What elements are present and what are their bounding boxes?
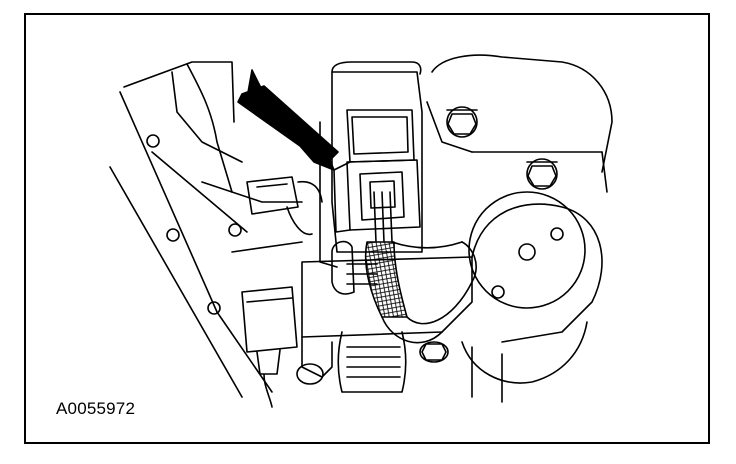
bolt-right (526, 158, 558, 190)
left-lower-connector (241, 286, 298, 408)
bolt-upper (446, 106, 478, 138)
bolt-lower (419, 341, 449, 363)
right-solenoids (461, 191, 603, 403)
wiring-harness (364, 241, 477, 344)
solenoid-body (296, 61, 473, 393)
arrow-indicator-icon (237, 69, 339, 171)
illustration-frame: A0055972 (24, 13, 710, 444)
transmission-connector-illustration (109, 54, 613, 408)
upper-right-housing (426, 54, 613, 193)
main-electrical-connector (333, 109, 421, 243)
left-upper-connector (246, 176, 323, 236)
valve-body-plate (109, 61, 303, 398)
figure-id-label: A0055972 (56, 399, 136, 418)
